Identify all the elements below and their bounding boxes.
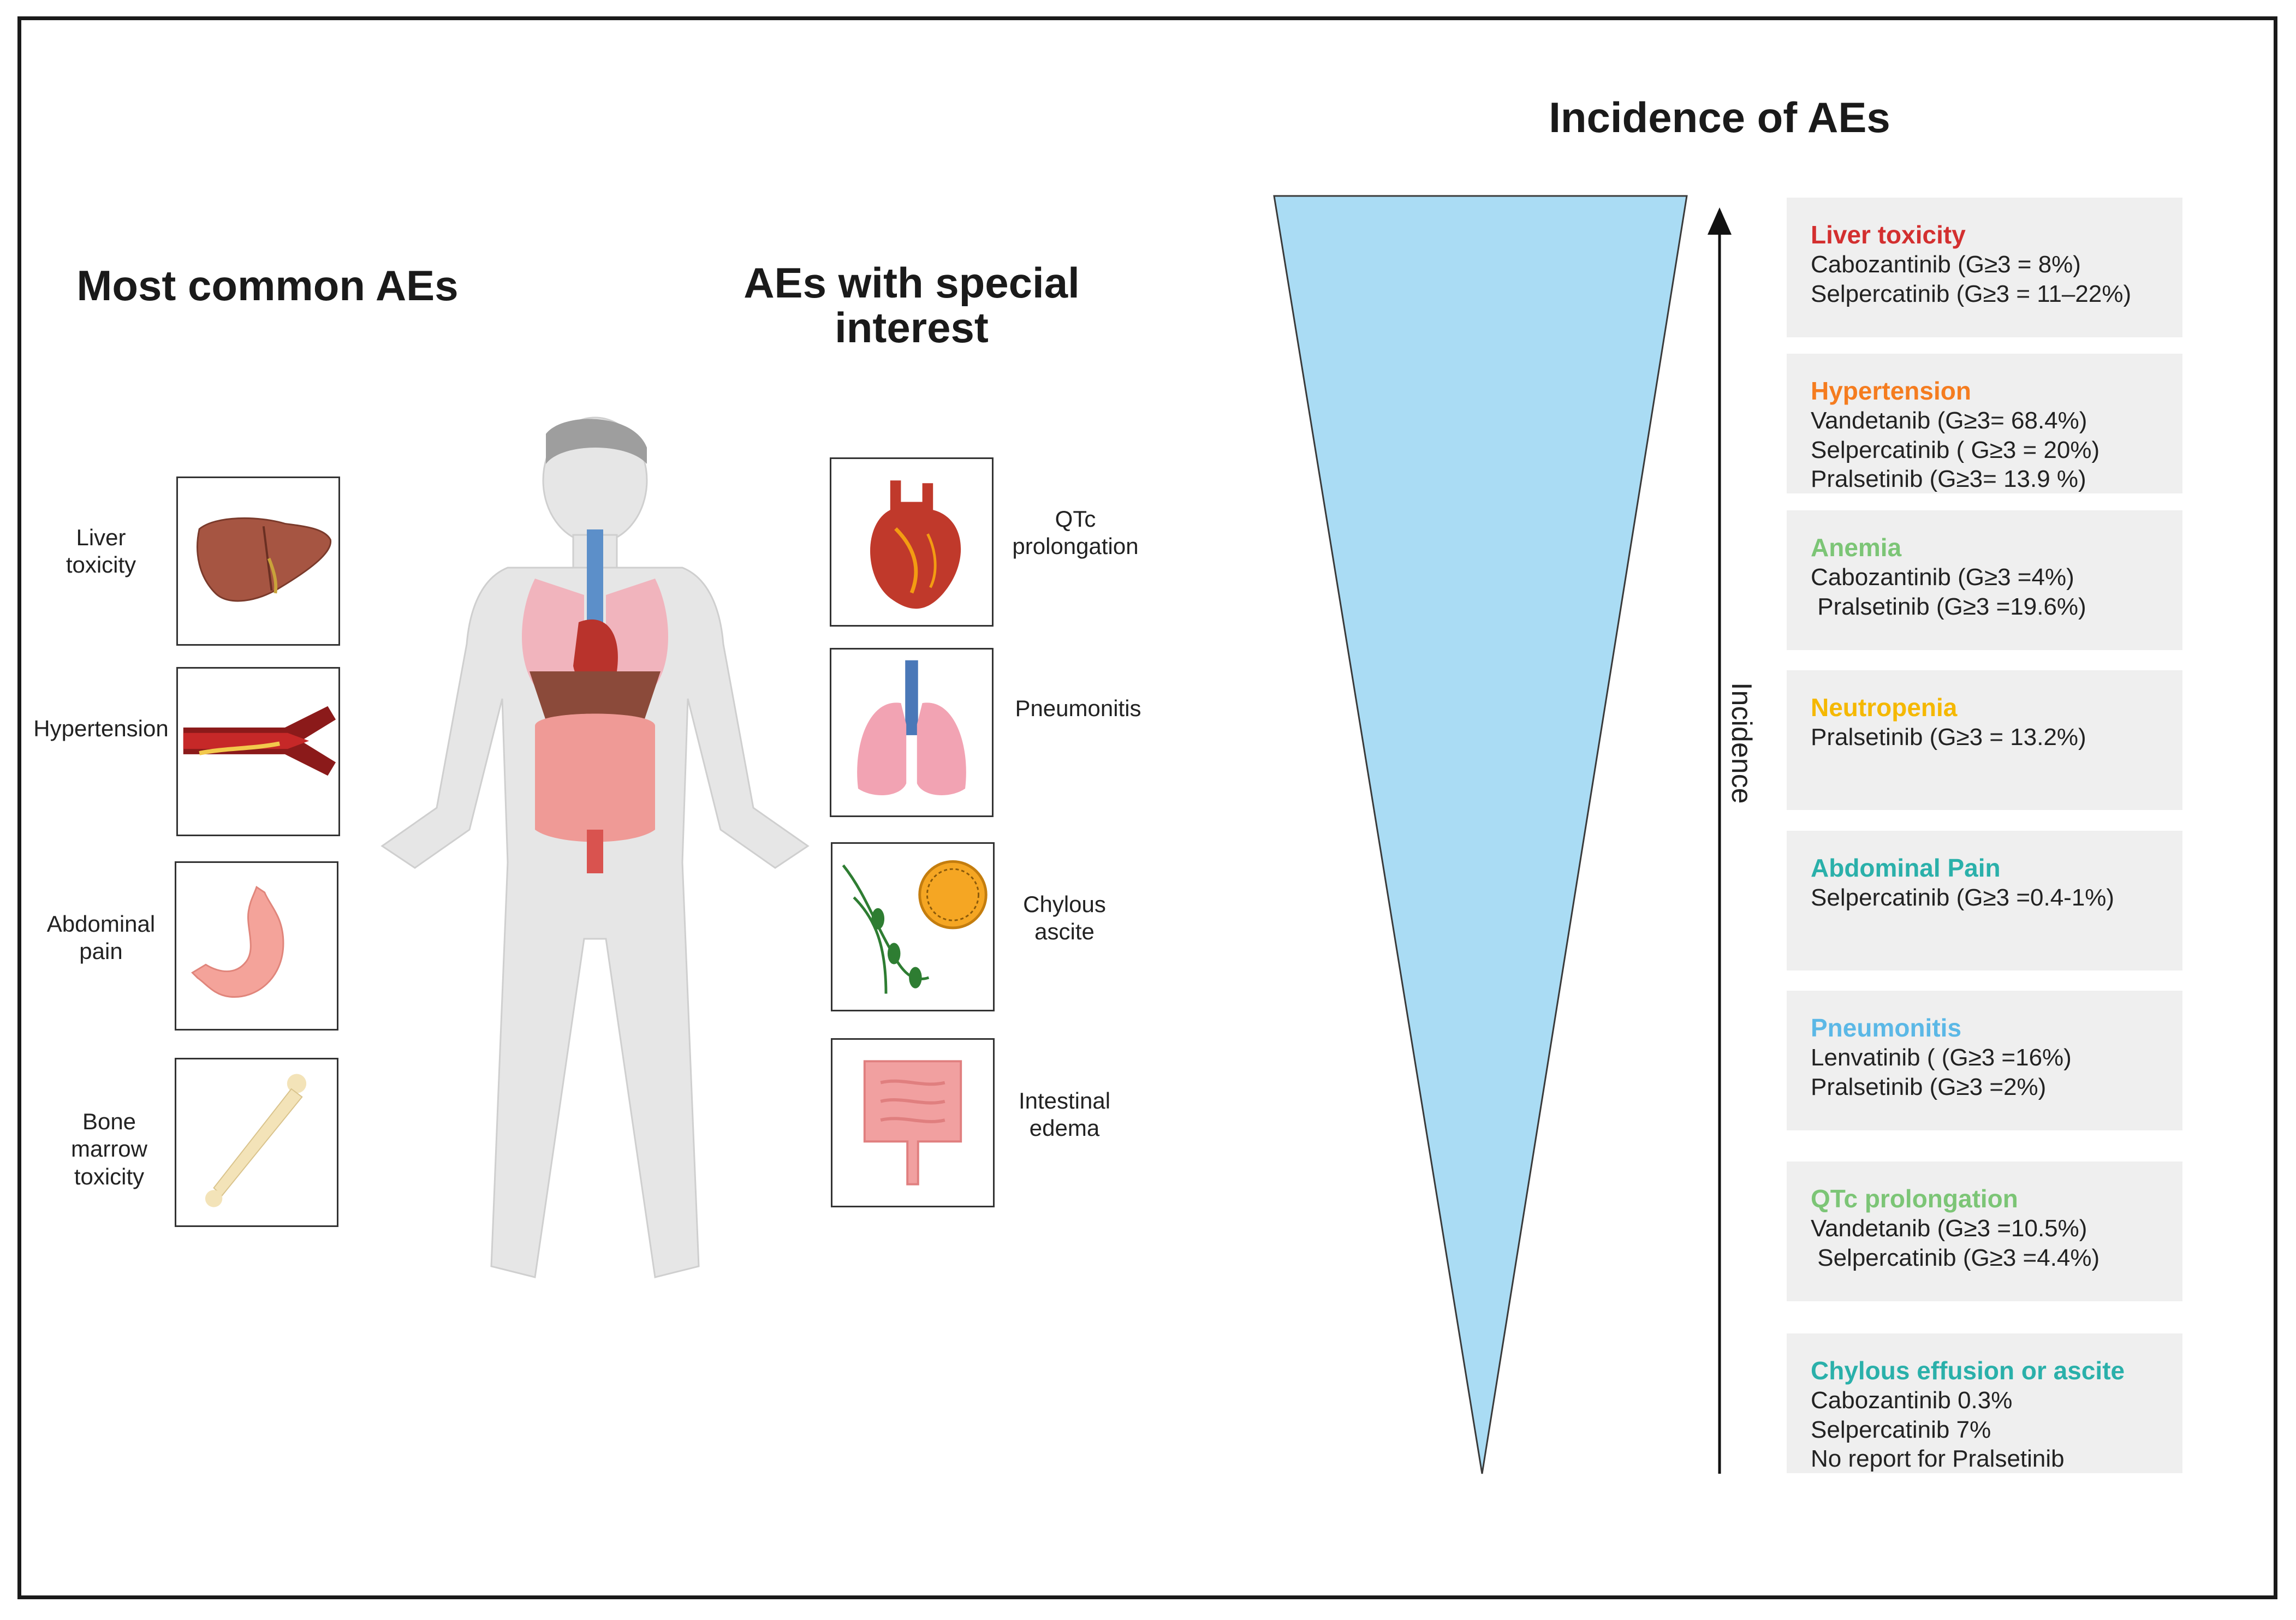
incidence-card-line: Pralsetinib (G≥3 = 13.2%): [1811, 724, 2086, 751]
incidence-card-title: Pneumonitis: [1811, 1014, 1962, 1042]
special-ae-label-intestinal: Intestinal edema: [999, 1087, 1130, 1142]
heart-icon: [830, 457, 994, 627]
common-ae-label-line: toxicity: [74, 1163, 145, 1189]
common-ae-label-liver: Liver toxicity: [33, 524, 169, 579]
special-interest-heading: AEs with special interest: [693, 259, 1130, 352]
incidence-card-title: Liver toxicity: [1811, 221, 1966, 249]
incidence-card-title: Neutropenia: [1811, 693, 1958, 722]
human-body-illustration: [371, 415, 819, 1299]
common-ae-label-abdominal: Abdominal pain: [33, 910, 169, 966]
special-ae-label-line: Intestinal: [1018, 1088, 1111, 1113]
incidence-card-line: Selpercatinib ( G≥3 = 20%): [1811, 436, 2100, 463]
incidence-card-line: Selpercatinib (G≥3 =4.4%): [1811, 1244, 2100, 1271]
special-ae-label-line: Pneumonitis: [1015, 695, 1141, 721]
special-ae-label-line: Chylous: [1023, 891, 1106, 917]
common-ae-label-line: Hypertension: [33, 716, 169, 741]
figure-frame: [17, 16, 2277, 1599]
incidence-card-line: Cabozantinib (G≥3 = 8%): [1811, 251, 2081, 278]
common-ae-label-line: pain: [79, 938, 123, 964]
special-ae-label-line: prolongation: [1012, 533, 1139, 559]
common-ae-label-hypertension: Hypertension: [22, 715, 180, 742]
incidence-axis-label: Incidence: [1726, 682, 1757, 804]
incidence-card-title: Hypertension: [1811, 377, 1971, 405]
lungs-icon: [830, 648, 994, 817]
stomach-icon: [175, 861, 338, 1031]
incidence-card-line: Selpercatinib (G≥3 = 11–22%): [1811, 280, 2132, 307]
special-ae-label-line: ascite: [1034, 919, 1095, 945]
special-ae-label-line: QTc: [1055, 506, 1096, 532]
special-interest-heading-line2: interest: [835, 303, 989, 352]
special-ae-label-pneumonitis: Pneumonitis: [999, 695, 1157, 722]
special-ae-label-line: edema: [1029, 1115, 1100, 1141]
common-ae-label-line: toxicity: [66, 552, 136, 578]
incidence-card-line: Cabozantinib 0.3%: [1811, 1387, 2013, 1414]
common-ae-label-line: Bone: [82, 1109, 136, 1134]
intestine-icon: [831, 1038, 995, 1207]
artery-icon: [176, 667, 340, 836]
incidence-card-line: Pralsetinib (G≥3 =2%): [1811, 1073, 2047, 1100]
special-ae-label-chylous: Chylous ascite: [999, 891, 1130, 946]
incidence-card-line: Vandetanib (G≥3= 68.4%): [1811, 407, 2087, 434]
incidence-card-title: Anemia: [1811, 533, 1902, 562]
incidence-card-line: No report for Pralsetinib: [1811, 1445, 2065, 1473]
incidence-triangle: [1273, 195, 1688, 1474]
common-ae-label-line: Liver: [76, 525, 126, 550]
special-interest-heading-line1: AEs with special: [743, 259, 1080, 307]
incidence-card-line: Selpercatinib (G≥3 =0.4-1%): [1811, 884, 2115, 912]
incidence-heading: Incidence of AEs: [1549, 93, 1890, 141]
common-ae-label-bone: Bone marrow toxicity: [44, 1108, 175, 1190]
incidence-card-title: Abdominal Pain: [1811, 854, 2001, 882]
common-ae-label-line: Abdominal: [46, 911, 156, 937]
special-ae-label-qtc: QTc prolongation: [1004, 505, 1146, 561]
incidence-card-line: Cabozantinib (G≥3 =4%): [1811, 564, 2074, 591]
incidence-card-line: Pralsetinib (G≥3 =19.6%): [1811, 593, 2086, 620]
bone-icon: [175, 1058, 338, 1227]
incidence-card-line: Selpercatinib 7%: [1811, 1416, 1991, 1443]
incidence-card-title: Chylous effusion or ascite: [1811, 1356, 2125, 1385]
incidence-card-line: Pralsetinib (G≥3= 13.9 %): [1811, 466, 2086, 493]
lymphatic-icon: [831, 842, 995, 1011]
liver-icon: [176, 477, 340, 646]
incidence-card-line: Lenvatinib ( (G≥3 =16%): [1811, 1044, 2072, 1071]
incidence-arrow: [1708, 207, 1732, 1474]
common-ae-label-line: marrow: [70, 1136, 147, 1162]
incidence-card-title: QTc prolongation: [1811, 1184, 2018, 1213]
incidence-card-line: Vandetanib (G≥3 =10.5%): [1811, 1215, 2087, 1242]
most-common-heading: Most common AEs: [76, 261, 459, 309]
